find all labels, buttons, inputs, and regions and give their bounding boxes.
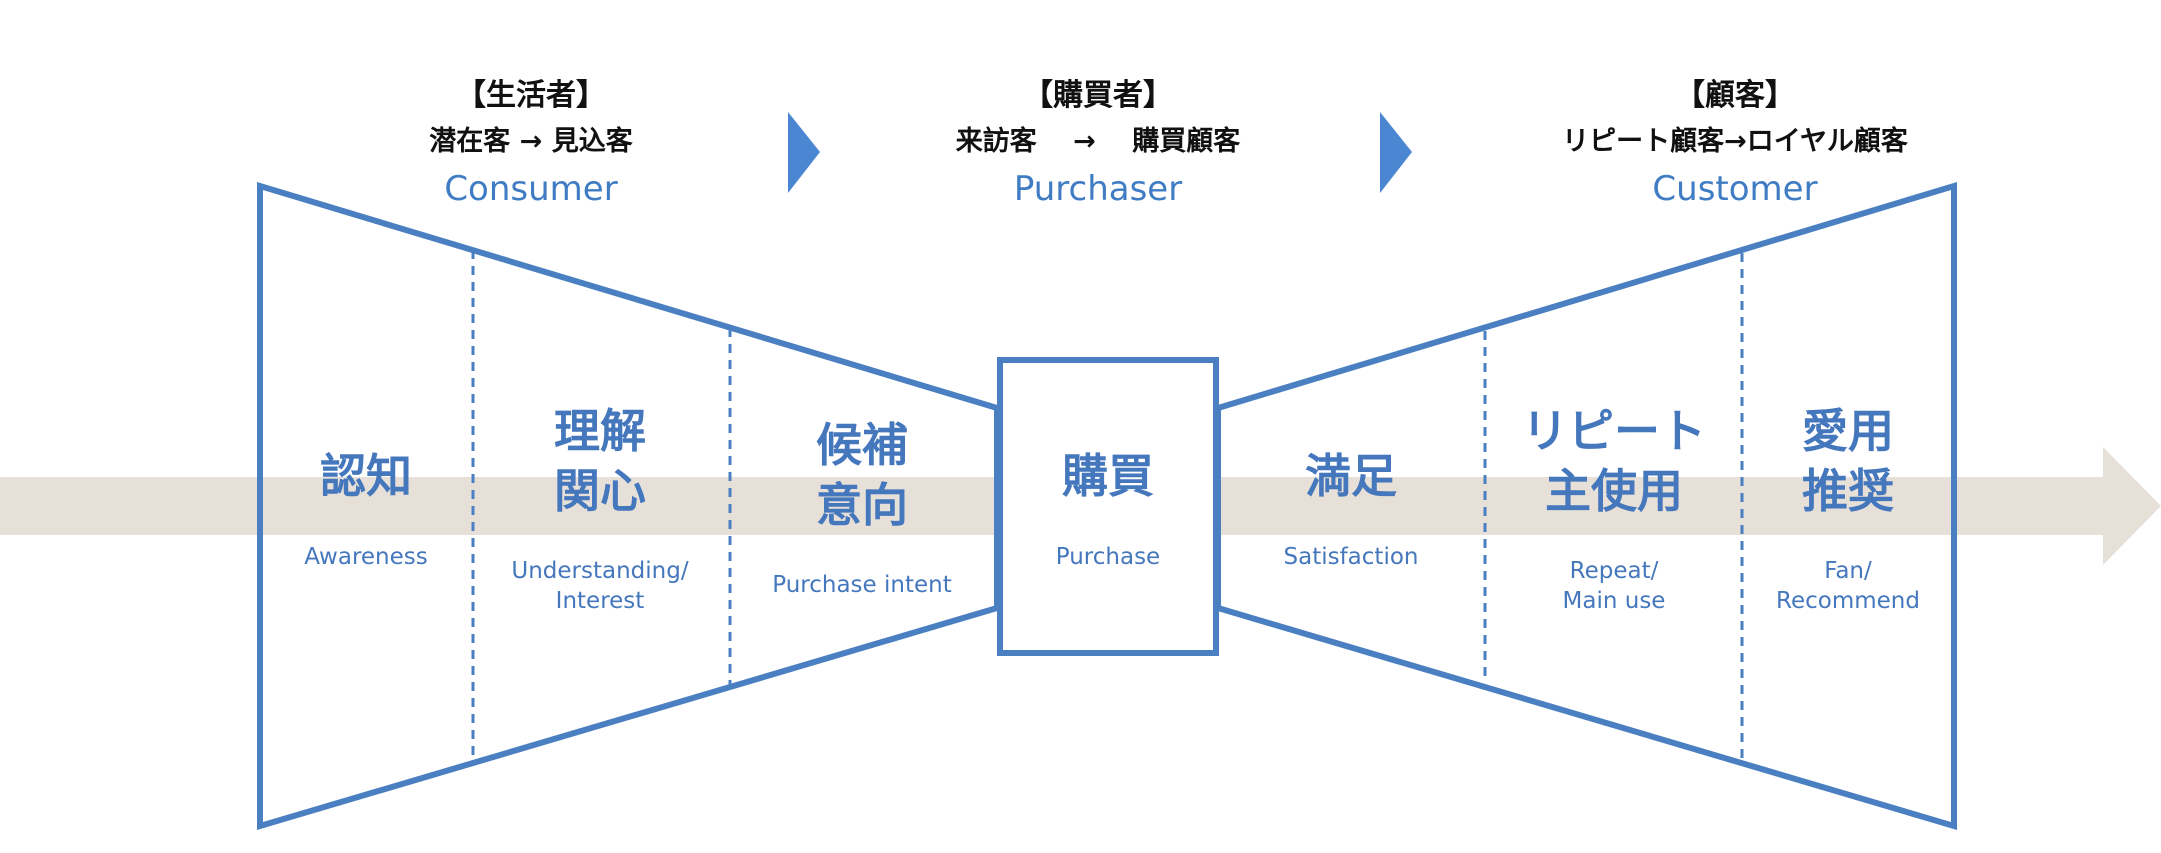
- stage-label-en: Purchase: [1056, 544, 1160, 570]
- stage-label-jp: 愛用: [1802, 404, 1894, 458]
- header-english: Consumer: [444, 169, 617, 209]
- stage-awareness: 認知 Awareness: [304, 449, 428, 570]
- header-english: Customer: [1652, 169, 1817, 209]
- stage-label-en: Interest: [556, 588, 645, 614]
- stage-label-jp: リピート: [1522, 404, 1706, 458]
- stage-understanding-interest: 理解 関心 Understanding/ Interest: [511, 404, 688, 614]
- stage-label-en: Purchase intent: [772, 572, 952, 598]
- header-title: 【購買者】: [1023, 78, 1173, 113]
- stage-label-en: Understanding/: [511, 558, 688, 584]
- stage-label-jp: 理解: [554, 404, 646, 458]
- header-subtitle: 潜在客 → 見込客: [429, 125, 633, 157]
- stage-label-jp: 意向: [816, 478, 908, 532]
- header-title: 【顧客】: [1675, 78, 1795, 113]
- stage-label-en: Awareness: [304, 544, 428, 570]
- header-subtitle: 来訪客 → 購買顧客: [956, 125, 1241, 157]
- header-consumer: 【生活者】 潜在客 → 見込客 Consumer: [429, 78, 633, 209]
- stage-purchase: 購買 Purchase: [1056, 449, 1160, 570]
- header-customer: 【顧客】 リピート顧客→ロイヤル顧客 Customer: [1562, 78, 1909, 209]
- header-subtitle: リピート顧客→ロイヤル顧客: [1562, 125, 1909, 157]
- header-english: Purchaser: [1014, 169, 1182, 209]
- purchase-box: [997, 357, 1219, 656]
- stage-label-jp: 主使用: [1545, 464, 1683, 518]
- flow-arrow-head: [2103, 447, 2161, 565]
- chevron-right-icon: [1380, 112, 1412, 193]
- stage-label-en: Recommend: [1776, 588, 1920, 614]
- stage-label-jp: 満足: [1305, 449, 1397, 503]
- stage-label-en: Main use: [1563, 588, 1666, 614]
- stage-label-jp: 関心: [554, 464, 646, 518]
- stage-repeat-main-use: リピート 主使用 Repeat/ Main use: [1522, 404, 1706, 614]
- stage-purchase-intent: 候補 意向 Purchase intent: [772, 418, 952, 598]
- header-purchaser: 【購買者】 来訪客 → 購買顧客 Purchaser: [956, 78, 1241, 209]
- stage-label-jp: 候補: [816, 418, 908, 472]
- stage-label-jp: 購買: [1062, 449, 1154, 503]
- chevron-right-icon: [788, 112, 820, 193]
- stage-fan-recommend: 愛用 推奨 Fan/ Recommend: [1776, 404, 1920, 614]
- header-title: 【生活者】: [456, 78, 606, 113]
- stage-label-jp: 推奨: [1802, 464, 1894, 518]
- stage-dividers: [471, 250, 1744, 763]
- stage-label-en: Repeat/: [1570, 558, 1659, 584]
- stage-label-jp: 認知: [320, 449, 412, 503]
- stage-satisfaction: 満足 Satisfaction: [1284, 449, 1419, 570]
- stage-label-en: Satisfaction: [1284, 544, 1419, 570]
- stage-label-en: Fan/: [1824, 558, 1872, 584]
